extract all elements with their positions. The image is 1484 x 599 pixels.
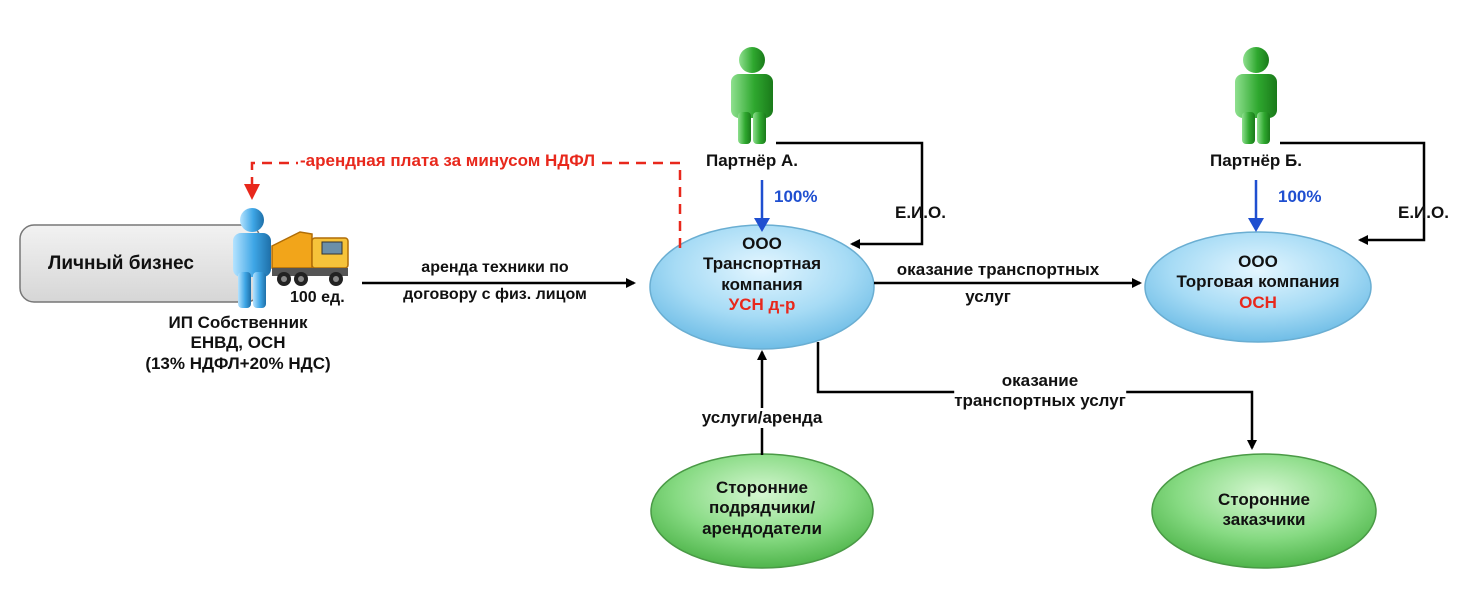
dump-truck-icon bbox=[271, 231, 349, 286]
contractors-text: Сторонние подрядчики/ арендодатели bbox=[702, 478, 822, 539]
owner-line3: (13% НДФЛ+20% НДС) bbox=[145, 353, 331, 373]
trading-company-text: ООО Торговая компания ОСН bbox=[1176, 252, 1339, 313]
partner-b-share-arrowhead bbox=[1248, 218, 1264, 232]
customers-line2: заказчики bbox=[1222, 510, 1306, 530]
transport-to-customers-label: оказание транспортных услуг bbox=[954, 371, 1126, 412]
transport-services-label-1: оказание транспортных bbox=[896, 260, 1100, 279]
rent-equipment-line2: договору с физ. лицом bbox=[403, 286, 587, 303]
trading-company-regime: ОСН bbox=[1239, 292, 1277, 312]
customers-bubble bbox=[1151, 453, 1377, 569]
contractors-line1: Сторонние bbox=[716, 478, 808, 497]
customers-text: Сторонние заказчики bbox=[1218, 490, 1310, 531]
trading-company-bubble bbox=[1144, 231, 1372, 343]
partner-a-eio-arrow bbox=[776, 141, 924, 249]
owner-caption: ИП Собственник ЕНВД, ОСН (13% НДФЛ+20% Н… bbox=[145, 313, 330, 374]
rent-equipment-label: аренда техники по bbox=[421, 258, 568, 277]
partner-a-role: Е.И.О. bbox=[895, 203, 946, 222]
transport-company-line3: компания bbox=[721, 274, 803, 294]
partner-a-person-icon bbox=[731, 47, 773, 144]
transport-services-label-2: услуг bbox=[965, 287, 1011, 306]
transport-to-customers-line1: оказание bbox=[954, 371, 1126, 392]
customers-line1: Сторонние bbox=[1218, 490, 1310, 509]
partner-b-person-icon bbox=[1235, 47, 1277, 144]
services-rent-label: услуги/аренда bbox=[698, 408, 826, 429]
partner-a-name: Партнёр А. bbox=[706, 151, 798, 170]
rent-equipment-label-2: договору с физ. лицом bbox=[403, 285, 587, 304]
trading-company-line1: ООО bbox=[1238, 252, 1278, 271]
transport-company-regime: УСН д-р bbox=[728, 295, 796, 315]
personal-business-label: Личный бизнес bbox=[48, 253, 194, 274]
rent-equipment-line1: аренда техники по bbox=[421, 259, 569, 276]
partner-a-share: 100% bbox=[774, 187, 818, 206]
owner-line2: ЕНВД, ОСН bbox=[190, 333, 286, 353]
truck-count-label: 100 ед. bbox=[290, 289, 345, 306]
contractors-line3: арендодатели bbox=[702, 518, 822, 538]
partner-b-share: 100% bbox=[1278, 187, 1322, 206]
rent-payment-arrowhead bbox=[244, 184, 260, 200]
trading-company-line2: Торговая компания bbox=[1176, 272, 1340, 292]
owner-line1: ИП Собственник bbox=[168, 313, 308, 332]
transport-company-line2: Транспортная bbox=[702, 254, 822, 274]
transport-company-line1: ООО bbox=[742, 234, 782, 253]
rent-payment-label: -арендная плата за минусом НДФЛ bbox=[298, 151, 598, 172]
partner-b-eio-arrow bbox=[1280, 141, 1426, 245]
transport-to-customers-line2: транспортных услуг bbox=[954, 391, 1126, 412]
contractors-line2: подрядчики/ bbox=[708, 498, 816, 518]
partner-b-name: Партнёр Б. bbox=[1210, 151, 1302, 170]
partner-b-role: Е.И.О. bbox=[1398, 203, 1449, 222]
transport-company-text: ООО Транспортная компания УСН д-р bbox=[703, 234, 821, 316]
rent-payment-arrow bbox=[250, 161, 682, 248]
partner-a-share-arrowhead bbox=[754, 218, 770, 232]
owner-person-icon bbox=[233, 208, 271, 308]
